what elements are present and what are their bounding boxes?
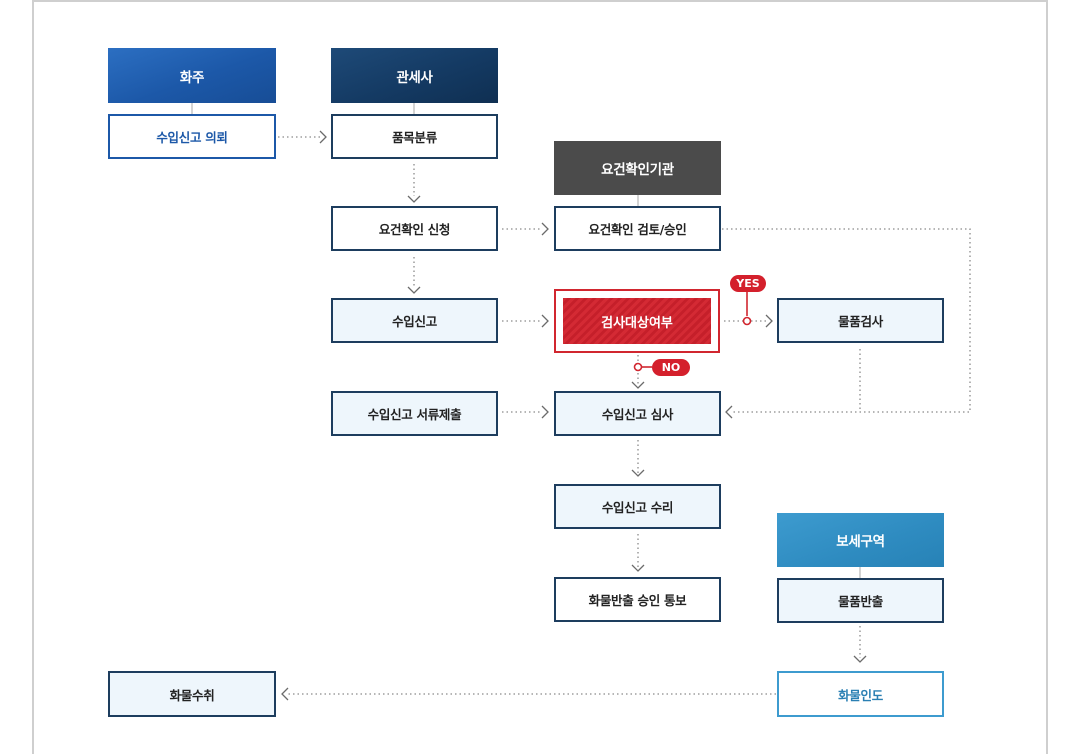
node-requirement-review: 요건확인 검토/승인	[554, 206, 721, 251]
node-goods-release: 물품반출	[777, 578, 944, 623]
no-badge: NO	[652, 359, 690, 376]
node-declaration-review: 수입신고 심사	[554, 391, 721, 436]
header-customs-broker: 관세사	[331, 48, 498, 103]
node-cargo-delivery: 화물인도	[777, 671, 944, 717]
yes-badge: YES	[730, 275, 766, 292]
node-cargo-receipt: 화물수취	[108, 671, 276, 717]
node-hs-classification: 품목분류	[331, 114, 498, 159]
node-import-request: 수입신고 의뢰	[108, 114, 276, 159]
header-bonded-area: 보세구역	[777, 513, 944, 567]
node-declaration-acceptance: 수입신고 수리	[554, 484, 721, 529]
node-requirement-application: 요건확인 신청	[331, 206, 498, 251]
header-requirement-agency: 요건확인기관	[554, 141, 721, 195]
diagram-frame	[32, 0, 1048, 754]
node-inspection-target: 검사대상여부	[563, 298, 711, 344]
line-requirement-loop	[722, 228, 971, 413]
node-import-declaration: 수입신고	[331, 298, 498, 343]
header-shipper: 화주	[108, 48, 276, 103]
node-release-notice: 화물반출 승인 통보	[554, 577, 721, 622]
node-goods-inspection: 물품검사	[777, 298, 944, 343]
node-document-submission: 수입신고 서류제출	[331, 391, 498, 436]
